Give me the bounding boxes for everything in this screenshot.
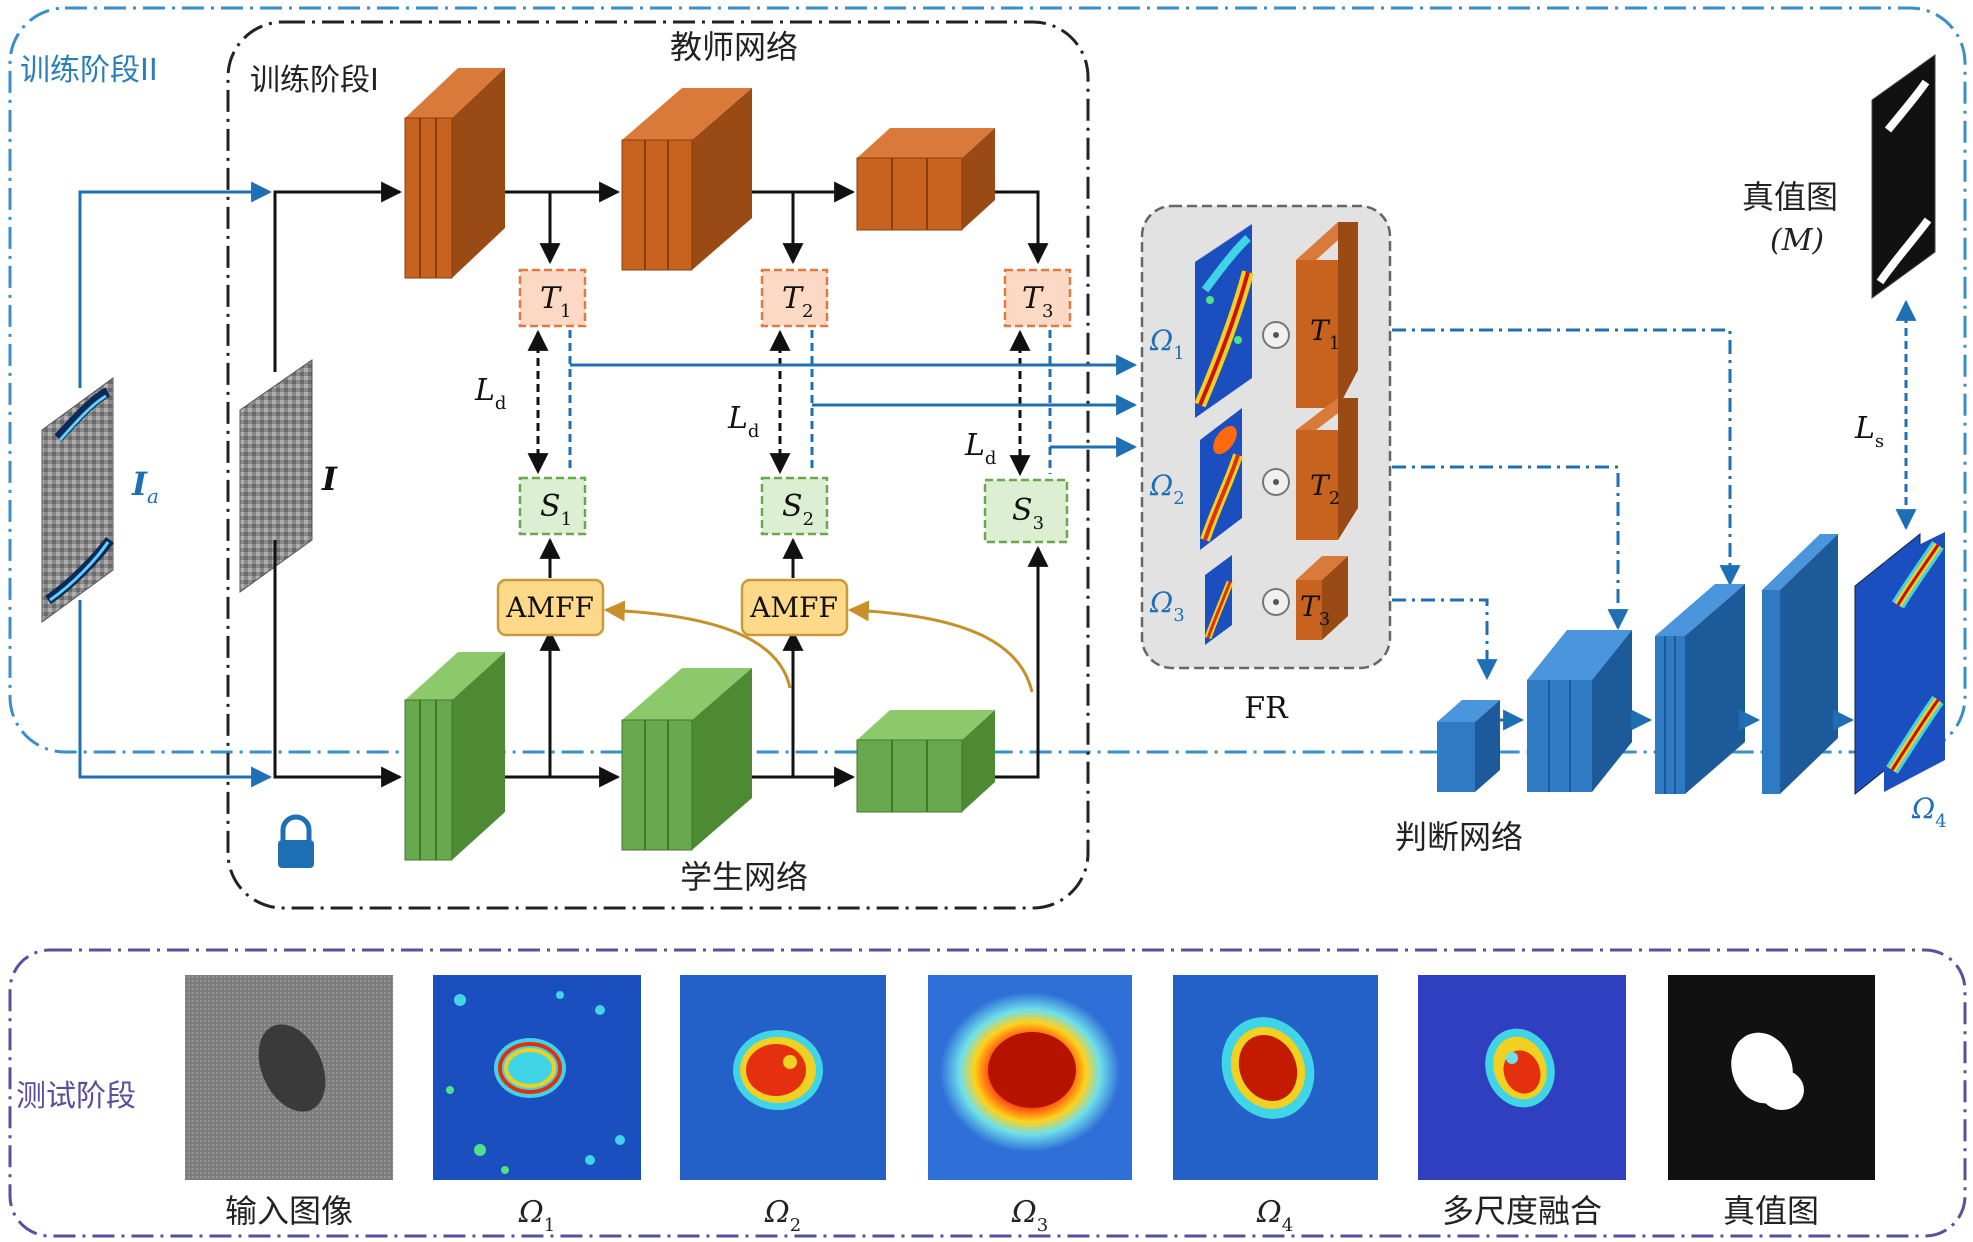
fr-omega-3: Ω3 (1149, 586, 1185, 626)
teacher-block-2 (621, 88, 752, 271)
stage2-label: 训练阶段II (20, 53, 158, 88)
fr-to-judge-arrows (1392, 328, 1741, 681)
test-label-input: 输入图像 (225, 1192, 353, 1230)
anomaly-input-arrows (78, 181, 273, 788)
hadamard-operator-3 (1262, 588, 1290, 616)
svg-text:S2: S2 (782, 489, 814, 530)
teacher-feature-t1: T1 (518, 268, 587, 328)
svg-text:T2: T2 (1310, 469, 1340, 509)
student-feature-s3: S3 (983, 478, 1069, 544)
judge-block-1 (1437, 700, 1500, 792)
normal-input-arrows (273, 181, 403, 788)
student-feature-s1: S1 (518, 476, 587, 536)
teacher-feature-t3: T3 (1003, 268, 1072, 328)
test-stage-label: 测试阶段 (16, 1079, 136, 1114)
fr-row-2: Ω2 T2 (1149, 398, 1358, 550)
teacher-network-title: 教师网络 (670, 28, 798, 66)
stage1-label: 训练阶段I (250, 63, 379, 98)
output-omega4-label: Ω4 (1911, 792, 1947, 832)
judge-network-title: 判断网络 (1395, 818, 1523, 856)
svg-text:T3: T3 (1022, 281, 1053, 322)
fr-teacher-block-1: T1 (1296, 222, 1358, 408)
student-network-title: 学生网络 (680, 858, 808, 896)
test-input-image (185, 975, 393, 1180)
ground-truth-symbol: (M) (1770, 223, 1824, 258)
student-block-2 (621, 668, 752, 851)
fr-label: FR (1244, 691, 1289, 726)
fr-omega-2: Ω2 (1149, 469, 1185, 509)
amff-module-2: AMFF (740, 578, 849, 637)
svg-text:T2: T2 (782, 281, 813, 322)
student-flow-arrows (505, 537, 1049, 788)
test-label-omega2: Ω2 (764, 1195, 801, 1236)
seg-loss-label: Ls (1854, 411, 1884, 452)
ground-truth-image (1871, 54, 1936, 299)
fr-heatmap-2 (1200, 408, 1243, 550)
ld-label-1: Ld (474, 373, 506, 414)
lock-icon (278, 814, 314, 868)
test-label-fusion: 多尺度融合 (1442, 1192, 1602, 1230)
test-label-ground-truth: 真值图 (1723, 1192, 1819, 1230)
student-feature-s2: S2 (760, 476, 829, 536)
judge-block-3 (1655, 584, 1745, 794)
ld-label-3: Ld (964, 428, 996, 469)
test-omega4-image (1173, 975, 1378, 1180)
anomaly-input-image (41, 377, 114, 623)
svg-text:T1: T1 (1310, 314, 1340, 354)
test-labels: 输入图像 Ω1 Ω2 Ω3 Ω4 多尺度融合 真值图 (225, 1192, 1819, 1236)
normal-input-label: I (321, 460, 338, 498)
teacher-feature-t2: T2 (760, 268, 829, 328)
hadamard-operator-1 (1262, 321, 1290, 349)
output-omega4-heatmap (1854, 532, 1945, 796)
fr-row-3: Ω3 T3 (1149, 555, 1348, 645)
svg-text:T3: T3 (1300, 590, 1330, 630)
hadamard-operator-2 (1262, 468, 1290, 496)
ground-truth-label: 真值图 (1742, 178, 1838, 216)
fr-row-1: Ω1 T1 (1149, 222, 1358, 418)
feature-to-fr-arrows (568, 330, 1138, 474)
test-label-omega1: Ω1 (518, 1195, 555, 1236)
fr-teacher-block-3: T3 (1296, 556, 1348, 640)
svg-text:S1: S1 (540, 489, 572, 530)
test-ground-truth-image (1668, 975, 1875, 1180)
anomaly-input-label: Ia (131, 465, 159, 508)
fr-omega-1: Ω1 (1149, 324, 1185, 364)
normal-input-image (239, 359, 313, 593)
test-omega3-image (928, 975, 1132, 1180)
test-stage-frame (8, 948, 1967, 1238)
test-label-omega3: Ω3 (1011, 1195, 1048, 1236)
svg-text:AMFF: AMFF (749, 591, 838, 624)
test-fusion-image (1418, 975, 1626, 1180)
amff-skip-arrows (603, 600, 1034, 693)
test-label-omega4: Ω4 (1256, 1195, 1293, 1236)
test-omega2-image (680, 975, 886, 1180)
student-block-3 (856, 710, 995, 813)
distillation-loss-labels: Ld Ld Ld (474, 373, 996, 469)
teacher-block-1 (404, 68, 505, 279)
svg-text:AMFF: AMFF (505, 591, 594, 624)
ld-label-2: Ld (727, 401, 759, 442)
fr-heatmap-3 (1204, 555, 1234, 645)
test-omega1-image (433, 975, 641, 1180)
fr-teacher-block-2: T2 (1296, 398, 1358, 540)
stage1-frame (226, 20, 1090, 910)
judge-block-4 (1762, 534, 1838, 794)
svg-text:T1: T1 (540, 281, 571, 322)
amff-module-1: AMFF (496, 578, 605, 637)
distillation-loss-arrows (527, 329, 1031, 477)
teacher-flow-arrows (505, 181, 1049, 265)
fr-heatmap-1 (1194, 224, 1254, 418)
teacher-block-3 (856, 128, 995, 231)
svg-text:S3: S3 (1012, 493, 1044, 534)
student-block-1 (404, 652, 505, 861)
judge-block-2 (1527, 630, 1632, 792)
